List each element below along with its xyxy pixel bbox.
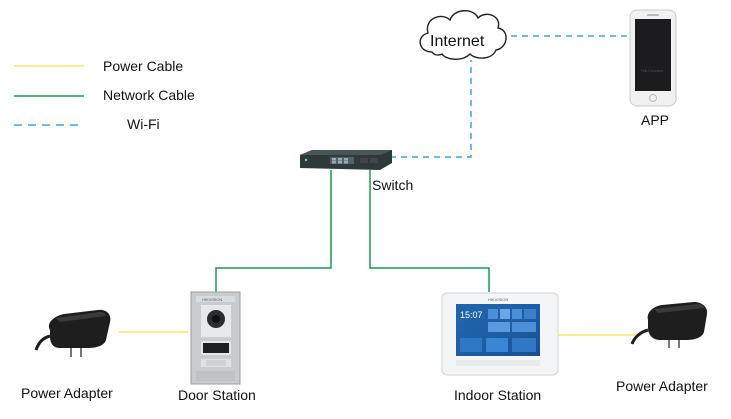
power-adapter-right-label: Power Adapter bbox=[616, 378, 708, 394]
network-switch-icon bbox=[300, 150, 392, 170]
wifi-link-switch-internet bbox=[390, 60, 472, 158]
indoor-screen-time: 15:07 bbox=[460, 310, 483, 320]
indoor-monitor-icon: HIKVISION 15:07 bbox=[441, 292, 559, 376]
app-node: Hik-Connect APP bbox=[629, 9, 677, 128]
internet-node: Internet bbox=[419, 10, 507, 60]
legend-network-label: Network Cable bbox=[103, 87, 195, 103]
indoor-station-label: Indoor Station bbox=[454, 387, 541, 403]
indoor-station-node: HIKVISION 15:07 Indoor Station bbox=[441, 292, 559, 403]
network-link-switch-door bbox=[215, 170, 332, 292]
legend-wifi-label: Wi-Fi bbox=[127, 116, 160, 132]
switch-label: Switch bbox=[372, 177, 413, 193]
app-label: APP bbox=[641, 112, 669, 128]
internet-label: Internet bbox=[430, 33, 485, 50]
power-adapter-left-node: Power Adapter bbox=[21, 309, 113, 401]
legend: Power Cable Network Cable Wi-Fi bbox=[14, 58, 195, 132]
power-adapter-left-label: Power Adapter bbox=[21, 385, 113, 401]
legend-power-label: Power Cable bbox=[103, 58, 183, 74]
app-screen-text: Hik-Connect bbox=[641, 68, 664, 73]
connections bbox=[118, 35, 642, 336]
smartphone-icon: Hik-Connect bbox=[629, 9, 677, 107]
power-adapter-right-node: Power Adapter bbox=[616, 302, 708, 394]
power-adapter-icon bbox=[630, 302, 708, 348]
door-station-label: Door Station bbox=[178, 387, 256, 403]
cloud-icon bbox=[419, 10, 507, 60]
power-adapter-icon bbox=[34, 309, 111, 357]
network-link-switch-indoor bbox=[369, 170, 490, 292]
indoor-station-brand: HIKVISION bbox=[488, 297, 508, 302]
switch-node: Switch bbox=[300, 150, 413, 193]
door-station-brand: HIKVISION bbox=[202, 297, 222, 302]
door-station-icon: HIKVISION bbox=[190, 291, 241, 385]
door-station-node: HIKVISION Door Station bbox=[178, 291, 256, 403]
